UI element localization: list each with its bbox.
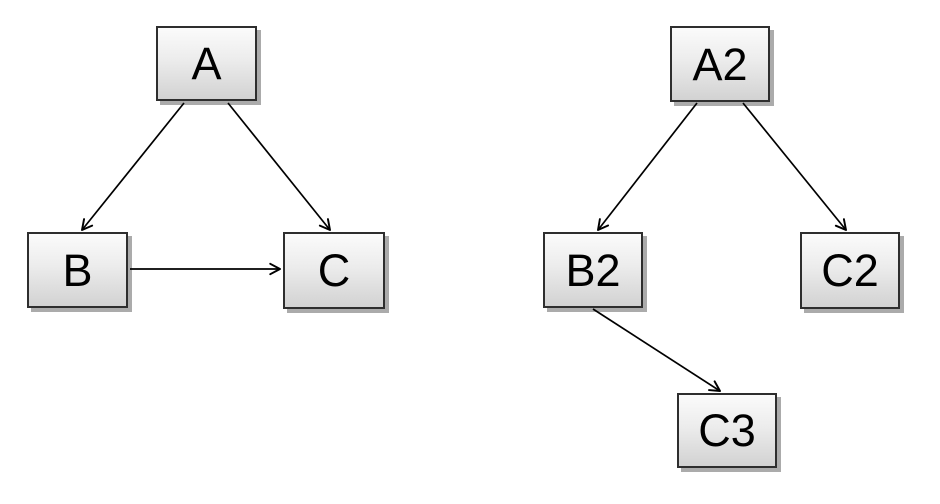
node-C3: C3 (677, 393, 777, 468)
node-label-A2: A2 (692, 38, 748, 90)
edge-A-C (227, 102, 331, 231)
node-B2: B2 (543, 232, 643, 308)
node-label-C2: C2 (821, 245, 879, 296)
node-label-B2: B2 (565, 244, 621, 296)
node-C2: C2 (800, 232, 900, 309)
node-A: A (156, 26, 257, 101)
edge-A-B (81, 102, 185, 231)
node-label-C: C (317, 245, 351, 296)
edge-B2-C3 (592, 308, 721, 392)
node-A2: A2 (670, 26, 770, 102)
edge-A2-B2 (597, 102, 698, 231)
node-label-A: A (191, 38, 222, 89)
node-C: C (283, 232, 385, 309)
edge-A2-C2 (742, 102, 847, 231)
node-B: B (27, 232, 128, 308)
node-label-B: B (62, 244, 93, 296)
node-label-C3: C3 (698, 405, 756, 456)
